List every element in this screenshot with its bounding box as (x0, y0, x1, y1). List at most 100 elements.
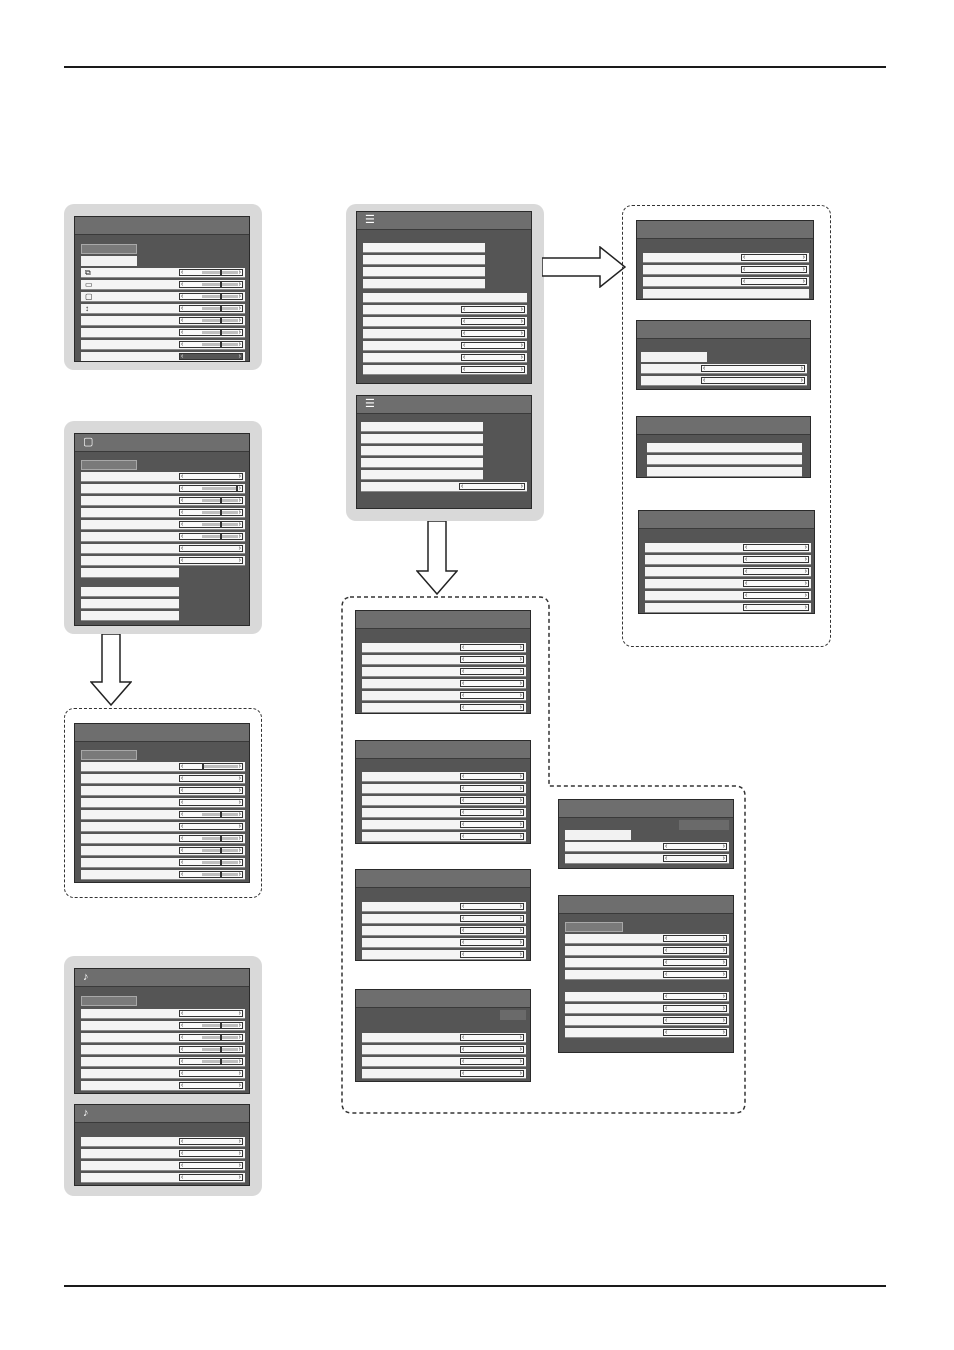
right-arrow-icon[interactable]: › (238, 1034, 241, 1041)
left-arrow-icon[interactable]: ‹ (462, 903, 465, 910)
value-slider[interactable]: ‹› (460, 668, 524, 675)
left-arrow-icon[interactable]: ‹ (181, 1138, 184, 1145)
menu-row[interactable]: ‹› (81, 870, 245, 880)
left-arrow-icon[interactable]: ‹ (181, 1162, 184, 1169)
menu-row[interactable]: ‹› (362, 784, 526, 794)
right-arrow-icon[interactable]: › (238, 787, 241, 794)
left-arrow-icon[interactable]: ‹ (181, 1022, 184, 1029)
right-arrow-icon[interactable]: › (238, 317, 241, 324)
menu-row[interactable]: ‹› (81, 834, 245, 844)
right-arrow-icon[interactable]: › (722, 855, 725, 862)
left-arrow-icon[interactable]: ‹ (665, 843, 668, 850)
right-arrow-icon[interactable]: › (519, 1058, 522, 1065)
menu-row[interactable]: ▢‹› (81, 292, 245, 302)
menu-row[interactable]: ‹› (81, 810, 245, 820)
right-arrow-icon[interactable]: › (722, 1017, 725, 1024)
menu-row[interactable] (363, 293, 527, 303)
left-arrow-icon[interactable]: ‹ (462, 821, 465, 828)
menu-row[interactable]: ‹› (643, 277, 809, 287)
value-slider[interactable]: ‹› (461, 354, 525, 361)
left-arrow-icon[interactable]: ‹ (462, 668, 465, 675)
right-arrow-icon[interactable]: › (722, 843, 725, 850)
slider-knob[interactable] (202, 764, 204, 769)
slider-knob[interactable] (220, 1047, 222, 1052)
right-arrow-icon[interactable]: › (238, 533, 241, 540)
left-arrow-icon[interactable]: ‹ (181, 775, 184, 782)
right-arrow-icon[interactable]: › (804, 604, 807, 611)
menu-row[interactable]: ‹› (81, 544, 245, 554)
value-slider[interactable]: ‹› (460, 927, 524, 934)
menu-row[interactable]: ‹› (363, 317, 527, 327)
right-arrow-icon[interactable]: › (238, 871, 241, 878)
value-slider[interactable]: ‹› (460, 692, 524, 699)
menu-row[interactable] (647, 467, 802, 477)
left-arrow-icon[interactable]: ‹ (181, 557, 184, 564)
left-arrow-icon[interactable]: ‹ (181, 353, 184, 360)
value-slider[interactable]: ‹› (743, 592, 809, 599)
value-slider[interactable]: ‹› (663, 947, 727, 954)
menu-row[interactable] (81, 599, 179, 609)
left-arrow-icon[interactable]: ‹ (181, 835, 184, 842)
slider-knob[interactable] (220, 510, 222, 515)
value-slider[interactable]: ‹› (179, 775, 243, 782)
menu-tab-selected[interactable] (81, 256, 137, 266)
value-slider[interactable]: ‹› (179, 473, 243, 480)
value-slider[interactable]: ‹› (701, 365, 805, 372)
menu-row[interactable]: ‹› (363, 305, 527, 315)
menu-row[interactable]: ‹› (361, 482, 527, 492)
menu-row[interactable] (361, 458, 483, 468)
value-slider[interactable]: ‹› (741, 254, 807, 261)
value-slider[interactable]: ‹› (179, 799, 243, 806)
right-arrow-icon[interactable]: › (519, 915, 522, 922)
right-arrow-icon[interactable]: › (519, 704, 522, 711)
slider-knob[interactable] (220, 848, 222, 853)
menu-row[interactable]: ‹› (81, 1009, 245, 1019)
left-arrow-icon[interactable]: ‹ (745, 592, 748, 599)
menu-row[interactable]: ‹› (81, 822, 245, 832)
left-arrow-icon[interactable]: ‹ (181, 1058, 184, 1065)
value-slider[interactable]: ‹› (460, 821, 524, 828)
menu-row[interactable]: ‹› (362, 643, 526, 653)
right-arrow-icon[interactable]: › (800, 377, 803, 384)
right-arrow-icon[interactable]: › (519, 668, 522, 675)
value-slider[interactable]: ‹› (459, 483, 525, 490)
left-arrow-icon[interactable]: ‹ (181, 509, 184, 516)
right-arrow-icon[interactable]: › (722, 935, 725, 942)
value-slider[interactable]: ‹› (741, 266, 807, 273)
right-arrow-icon[interactable]: › (520, 342, 523, 349)
menu-row[interactable]: ‹› (565, 992, 729, 1002)
right-arrow-icon[interactable]: › (238, 811, 241, 818)
right-arrow-icon[interactable]: › (802, 278, 805, 285)
menu-row[interactable] (647, 455, 802, 465)
value-slider[interactable]: ‹› (179, 557, 243, 564)
left-arrow-icon[interactable]: ‹ (181, 329, 184, 336)
right-arrow-icon[interactable]: › (802, 254, 805, 261)
right-arrow-icon[interactable]: › (238, 1174, 241, 1181)
left-arrow-icon[interactable]: ‹ (181, 1034, 184, 1041)
right-arrow-icon[interactable]: › (238, 775, 241, 782)
right-arrow-icon[interactable]: › (519, 656, 522, 663)
slider-knob[interactable] (220, 1023, 222, 1028)
value-slider[interactable]: ‹› (460, 1070, 524, 1077)
right-arrow-icon[interactable]: › (800, 365, 803, 372)
left-arrow-icon[interactable]: ‹ (462, 915, 465, 922)
left-arrow-icon[interactable]: ‹ (462, 951, 465, 958)
menu-row[interactable] (363, 243, 485, 253)
left-arrow-icon[interactable]: ‹ (181, 533, 184, 540)
left-arrow-icon[interactable]: ‹ (181, 847, 184, 854)
left-arrow-icon[interactable]: ‹ (463, 306, 466, 313)
value-slider[interactable]: ‹› (663, 959, 727, 966)
left-arrow-icon[interactable]: ‹ (181, 485, 184, 492)
menu-row[interactable]: ‹› (81, 352, 245, 361)
value-slider[interactable]: ‹› (461, 318, 525, 325)
menu-row[interactable]: ‹› (81, 520, 245, 530)
left-arrow-icon[interactable]: ‹ (181, 545, 184, 552)
value-slider[interactable]: ‹› (663, 855, 727, 862)
value-slider[interactable]: ‹› (460, 785, 524, 792)
slider-knob[interactable] (220, 270, 222, 275)
value-slider[interactable]: ‹› (179, 497, 243, 504)
value-slider[interactable]: ‹› (460, 1046, 524, 1053)
menu-row[interactable] (361, 446, 483, 456)
slider-knob[interactable] (220, 342, 222, 347)
left-arrow-icon[interactable]: ‹ (181, 293, 184, 300)
